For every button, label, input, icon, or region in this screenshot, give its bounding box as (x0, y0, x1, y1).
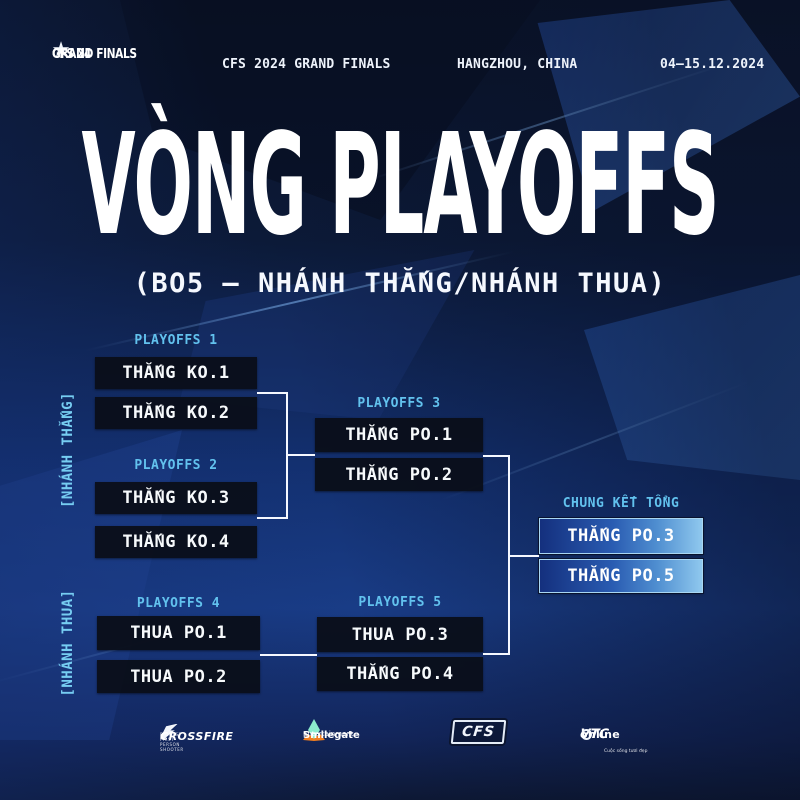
round-label-playoffs-3: PLAYOFFS 3 (357, 396, 441, 411)
vtc-ring-icon (581, 728, 592, 740)
crossfire-name: CROSSFIRE (160, 730, 234, 743)
smilegate-subtext: Entertainment (303, 730, 354, 738)
event-logo-line1: CFS 24 (52, 47, 91, 62)
smilegate-icon (303, 719, 325, 741)
event-name: CFS 2024 GRAND FINALS (222, 57, 391, 72)
title-wrap: VÒNG PLAYOFFS (0, 104, 800, 267)
loser-branch-label: [NHÁNH THUA] (60, 589, 76, 697)
bracket-slot-final: THẮNG PO.3 (539, 518, 703, 554)
bracket-connector (257, 392, 288, 394)
subtitle: (BO5 – NHÁNH THẮNG/NHÁNH THUA) (133, 268, 667, 299)
round-label-playoffs-5: PLAYOFFS 5 (358, 595, 442, 610)
bracket-connector (508, 555, 539, 557)
winner-branch-label: [NHÁNH THẮNG] (60, 391, 76, 509)
bracket-connector (286, 454, 315, 456)
event-location: HANGZHOU, CHINA (457, 57, 578, 72)
bracket-slot: THẮNG PO.4 (317, 657, 483, 691)
bracket-connector (483, 455, 510, 457)
bracket-connector (260, 654, 317, 656)
event-logo-line2: GRAND FINALS (52, 47, 137, 62)
bracket-slot: THẮNG KO.4 (95, 526, 257, 558)
round-label-playoffs-4: PLAYOFFS 4 (136, 596, 221, 611)
bracket-slot: THẮNG KO.1 (95, 357, 257, 389)
bracket-slot: THẮNG KO.3 (95, 482, 257, 514)
star-icon: ★ (52, 30, 71, 65)
round-label-playoffs-2: PLAYOFFS 2 (134, 458, 218, 473)
bracket-slot: THẮNG KO.2 (95, 397, 257, 429)
bracket-connector (257, 517, 288, 519)
page-title: VÒNG PLAYOFFS (81, 104, 720, 267)
round-label-grand-final: CHUNG KẾT TỔNG (562, 496, 680, 511)
smilegate-name: Smilegate (303, 730, 360, 741)
round-label-playoffs-1: PLAYOFFS 1 (134, 333, 218, 348)
bracket-connector (483, 653, 510, 655)
cfs-logo-text: CFS (450, 720, 507, 744)
bracket-slot: THUA PO.3 (317, 617, 483, 652)
vtc-suffix: online (580, 727, 621, 741)
event-dates: 04–15.12.2024 (660, 57, 765, 72)
bracket-slot: THẮNG PO.2 (315, 458, 483, 491)
bracket-slot: THUA PO.2 (97, 660, 260, 693)
bracket-slot-final: THẮNG PO.5 (539, 559, 703, 593)
crossfire-tagline: BIGGEST FIRST PERSON SHOOTER (160, 732, 184, 752)
bracket-slot: THẮNG PO.1 (315, 418, 483, 452)
vtc-tagline: Cuộc sống tươi đẹp (604, 749, 648, 754)
bracket-slot: THUA PO.1 (97, 616, 260, 650)
